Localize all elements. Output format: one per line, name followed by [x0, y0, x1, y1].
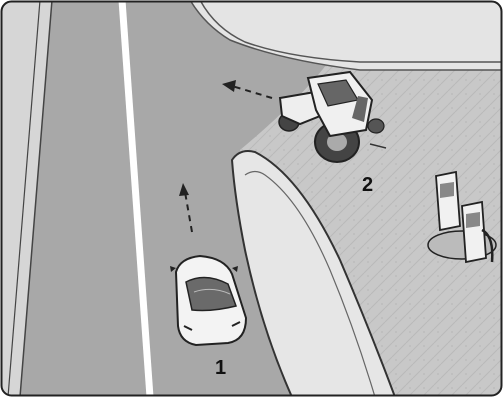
left-curb [7, 1, 41, 396]
upper-sidewalk [188, 1, 502, 71]
tractor-icon [278, 70, 387, 163]
island-inner-curb [244, 170, 376, 396]
left-sidewalk [1, 1, 53, 396]
arrow-icon [222, 80, 273, 99]
traffic-island [230, 150, 397, 396]
car-icon [170, 254, 248, 347]
upper-curb [199, 1, 502, 63]
fuel-pump-icon [427, 170, 497, 264]
tractor-label: 2 [362, 174, 373, 196]
lane-line [118, 1, 154, 396]
car-label: 1 [215, 357, 226, 379]
arrow-icon [179, 183, 193, 233]
